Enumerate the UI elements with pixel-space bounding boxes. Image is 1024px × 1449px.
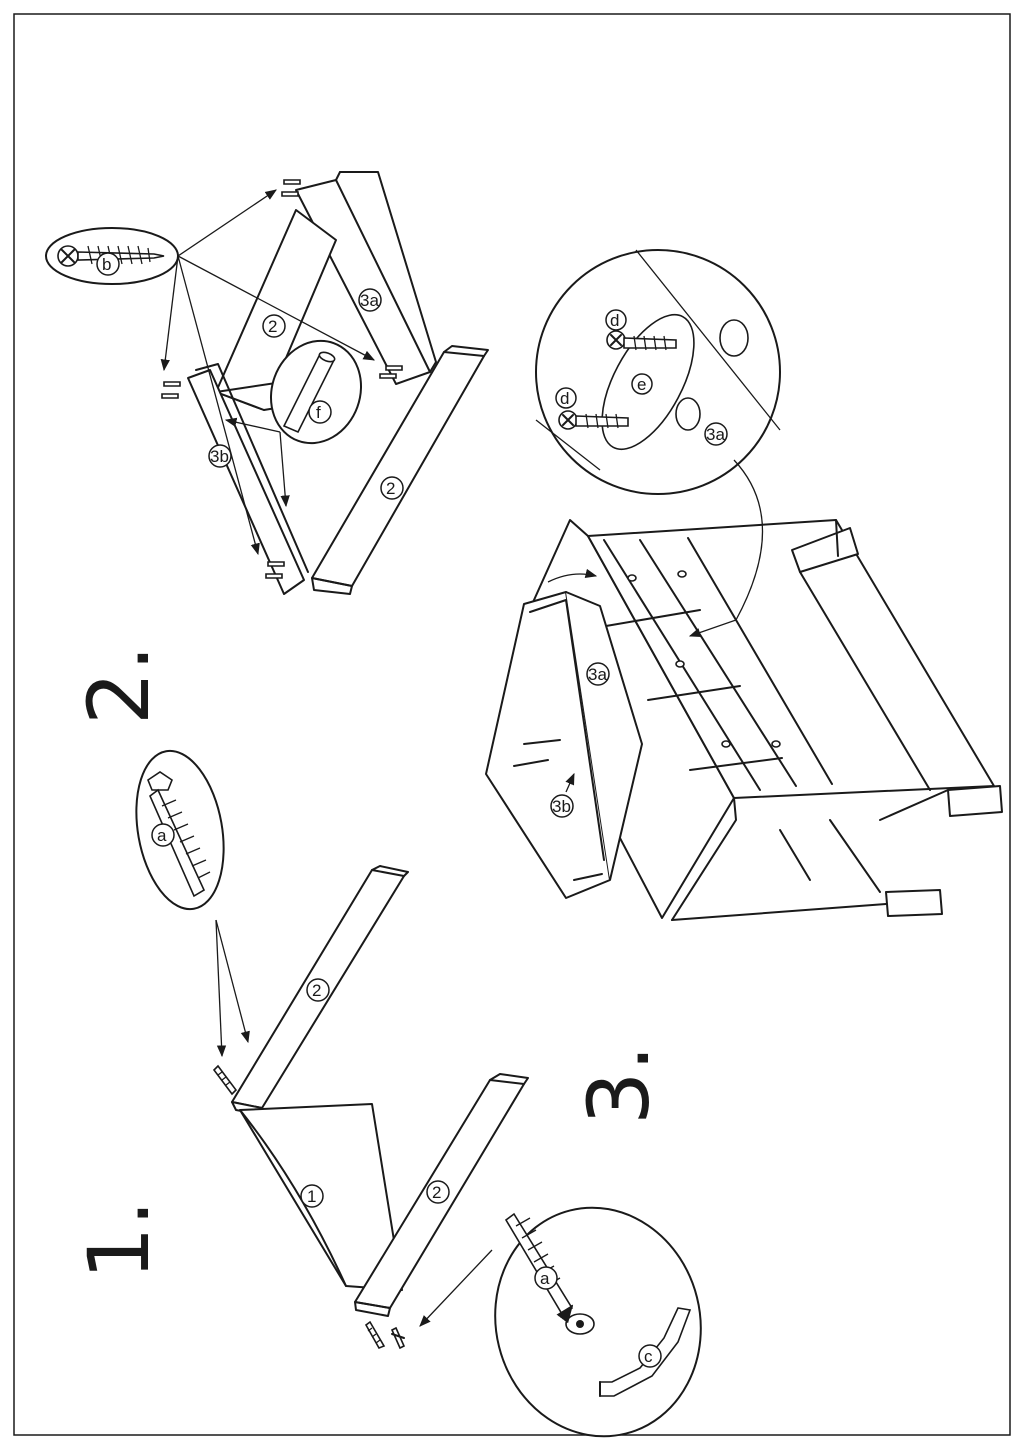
part-badge <box>550 794 574 818</box>
step-2-label: 2. <box>70 645 168 725</box>
part-label: 2 <box>268 317 277 336</box>
arrow-dowel-2 <box>215 919 250 1044</box>
arrow-b-3 <box>177 255 376 361</box>
arrow-zoom-to-drawer <box>688 459 764 637</box>
arrow-b-1 <box>177 189 277 257</box>
part-badge <box>208 444 232 468</box>
part-badge <box>586 662 610 686</box>
hardware-label-a: a <box>157 826 167 845</box>
board-2-lower: 2 <box>354 1073 529 1317</box>
arrow-drawer-insert <box>547 568 598 583</box>
zoom-bubble-dowel-a: a <box>135 749 225 911</box>
hardware-label-a: a <box>540 1269 550 1288</box>
hardware-label-e: e <box>637 375 646 394</box>
hardware-badge-e <box>631 373 653 395</box>
part-badge <box>306 978 330 1002</box>
step-3-number: 3. <box>570 1045 668 1125</box>
step-3-diagram: 3a 3b d d e <box>485 249 1003 921</box>
part-label: 3a <box>360 291 379 310</box>
board-2-upper: 2 <box>231 865 409 1115</box>
zoom-bubble-part-f: f <box>269 339 363 445</box>
step-1-diagram: 2 1 2 <box>135 749 702 1438</box>
arrow-dowel-3 <box>419 1249 493 1327</box>
arrow-dowel-1 <box>215 919 227 1058</box>
hardware-badge-c <box>638 1344 662 1368</box>
zoom-bubble-screw-b: b <box>45 227 179 285</box>
hardware-badge-d <box>605 309 627 331</box>
board-1-panel: 1 <box>239 1103 403 1291</box>
step-1-number: 1. <box>70 1200 168 1280</box>
step-2-number: 2. <box>70 645 168 725</box>
hardware-badge-b <box>96 252 120 276</box>
hardware-label-d: d <box>560 389 569 408</box>
drawer: 3a 3b <box>485 591 643 899</box>
arrow-f-1 <box>224 417 281 433</box>
part-badge <box>380 476 404 500</box>
step-3-label: 3. <box>570 1045 668 1125</box>
step-1-label: 1. <box>70 1200 168 1280</box>
part-label: 2 <box>312 981 321 1000</box>
part-label: 2 <box>386 479 395 498</box>
dowel-lower <box>364 1320 406 1350</box>
hardware-label-f: f <box>316 403 321 422</box>
part-badge <box>300 1184 324 1208</box>
part-badge <box>426 1180 450 1204</box>
rail-3a: 3a <box>295 171 437 385</box>
hardware-badge-a <box>151 823 175 847</box>
panel-2-front: 2 <box>311 345 489 595</box>
screws-step-2 <box>161 179 403 579</box>
part-label: 3a <box>706 425 725 444</box>
arrow-b-2 <box>160 255 179 372</box>
step-2-diagram: 3a 2 2 3b <box>45 171 489 595</box>
part-label: 3b <box>552 797 571 816</box>
arrow-f-2 <box>279 431 290 508</box>
zoom-bubble-screws-d-e: d d e 3a <box>535 249 781 495</box>
hardware-badge-f <box>308 400 332 424</box>
part-label: 3b <box>210 447 229 466</box>
page-border <box>13 13 1011 1436</box>
part-badge <box>262 314 286 338</box>
arrow-b-4 <box>177 255 260 556</box>
hardware-label-b: b <box>102 255 111 274</box>
arrow-3b <box>565 772 575 793</box>
part-label: 1 <box>307 1187 316 1206</box>
hardware-badge-a <box>534 1266 558 1290</box>
hardware-label-c: c <box>644 1347 653 1366</box>
hardware-badge-d <box>555 387 577 409</box>
zoom-bubble-dowel-a-key-c: a c <box>494 1206 702 1438</box>
part-badge <box>358 288 382 312</box>
hardware-label-d: d <box>610 311 619 330</box>
dowel-upper <box>212 1064 238 1096</box>
part-badge <box>704 422 728 446</box>
part-label: 3a <box>588 665 607 684</box>
rail-3b: 3b <box>187 363 309 595</box>
part-label: 2 <box>432 1183 441 1202</box>
